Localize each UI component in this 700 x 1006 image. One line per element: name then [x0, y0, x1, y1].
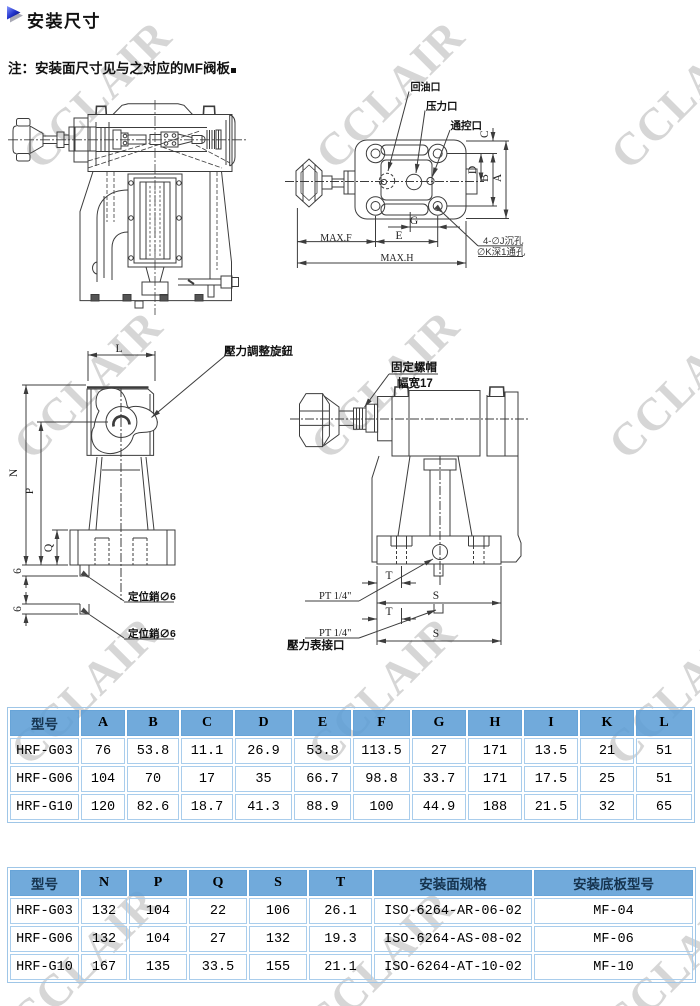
svg-text:定位銷∅6: 定位銷∅6 — [127, 590, 176, 603]
svg-text:幅宽17: 幅宽17 — [397, 376, 433, 390]
svg-text:6: 6 — [12, 606, 24, 612]
svg-text:PT 1/4": PT 1/4" — [319, 591, 351, 602]
svg-text:定位銷∅6: 定位銷∅6 — [127, 627, 176, 640]
svg-text:P: P — [24, 488, 36, 494]
svg-text:压力口: 压力口 — [426, 100, 458, 113]
svg-text:回油口: 回油口 — [411, 81, 441, 94]
svg-text:T: T — [385, 570, 392, 582]
svg-text:G: G — [410, 215, 418, 227]
svg-text:S: S — [433, 590, 439, 602]
svg-text:∅K深1通孔: ∅K深1通孔 — [477, 247, 526, 258]
svg-text:壓力表接口: 壓力表接口 — [287, 638, 345, 652]
svg-text:E: E — [395, 230, 402, 242]
svg-text:A: A — [492, 173, 504, 182]
svg-text:PT 1/4": PT 1/4" — [319, 628, 351, 639]
svg-text:固定螺帽: 固定螺帽 — [391, 360, 437, 374]
svg-text:C: C — [479, 130, 491, 138]
svg-text:Q: Q — [43, 543, 55, 552]
svg-text:D: D — [467, 166, 479, 174]
svg-text:N: N — [8, 468, 20, 477]
svg-text:B: B — [479, 174, 491, 182]
svg-text:壓力調整旋鈕: 壓力調整旋鈕 — [224, 344, 293, 358]
svg-text:4-∅J沉孔: 4-∅J沉孔 — [483, 236, 524, 247]
svg-text:L: L — [115, 343, 122, 355]
svg-text:MAX.H: MAX.H — [380, 253, 413, 264]
svg-text:通控口: 通控口 — [451, 119, 483, 132]
svg-text:6: 6 — [12, 568, 24, 574]
svg-text:S: S — [433, 628, 439, 640]
svg-text:T: T — [385, 606, 392, 618]
svg-text:MAX.F: MAX.F — [320, 233, 352, 244]
